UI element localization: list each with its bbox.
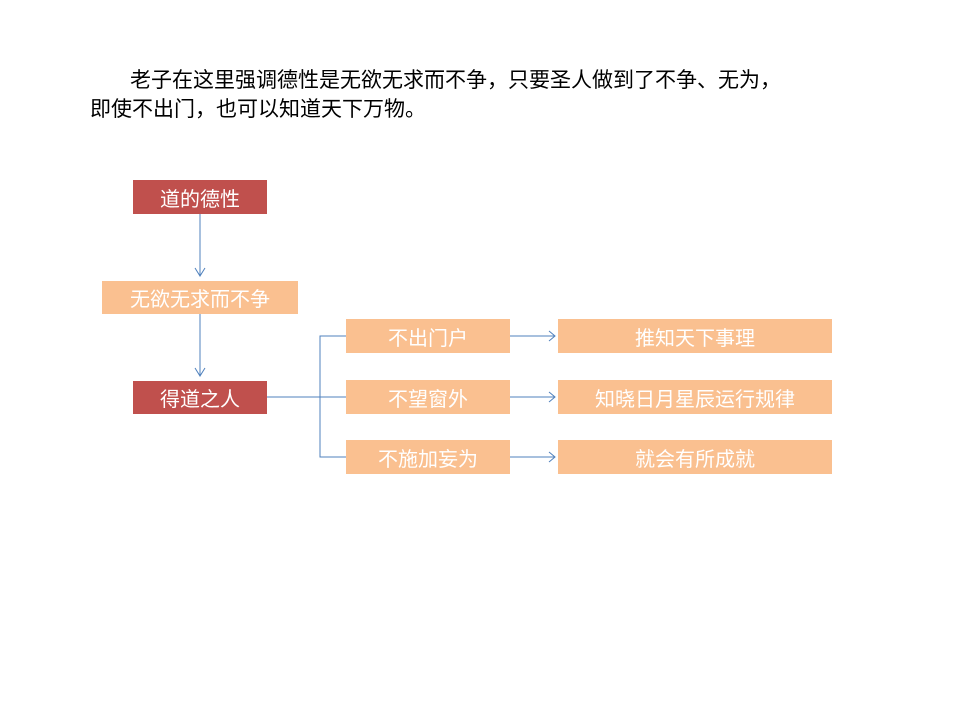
node-result-3: 就会有所成就 — [558, 440, 832, 474]
node-result-1: 推知天下事理 — [558, 319, 832, 353]
arrowhead-icon — [548, 391, 556, 403]
arrowhead-icon — [194, 267, 206, 277]
node-condition-1: 不出门户 — [346, 319, 510, 353]
bracket-connector — [319, 335, 346, 458]
node-result-2: 知晓日月星辰运行规律 — [558, 380, 832, 414]
node-root: 道的德性 — [133, 180, 267, 214]
paragraph-line-2: 即使不出门，也可以知道天下万物。 — [90, 97, 426, 121]
arrowhead-icon — [194, 367, 206, 377]
paragraph-line-1: 老子在这里强调德性是无欲无求而不争，只要圣人做到了不争、无为， — [130, 68, 781, 92]
node-condition-3: 不施加妄为 — [346, 440, 510, 474]
arrowhead-icon — [548, 330, 556, 342]
node-condition-2: 不望窗外 — [346, 380, 510, 414]
intro-paragraph: 老子在这里强调德性是无欲无求而不争，只要圣人做到了不争、无为， 即使不出门，也可… — [90, 66, 900, 124]
node-middle: 无欲无求而不争 — [102, 281, 298, 314]
node-person: 得道之人 — [133, 381, 267, 414]
arrowhead-icon — [548, 451, 556, 463]
